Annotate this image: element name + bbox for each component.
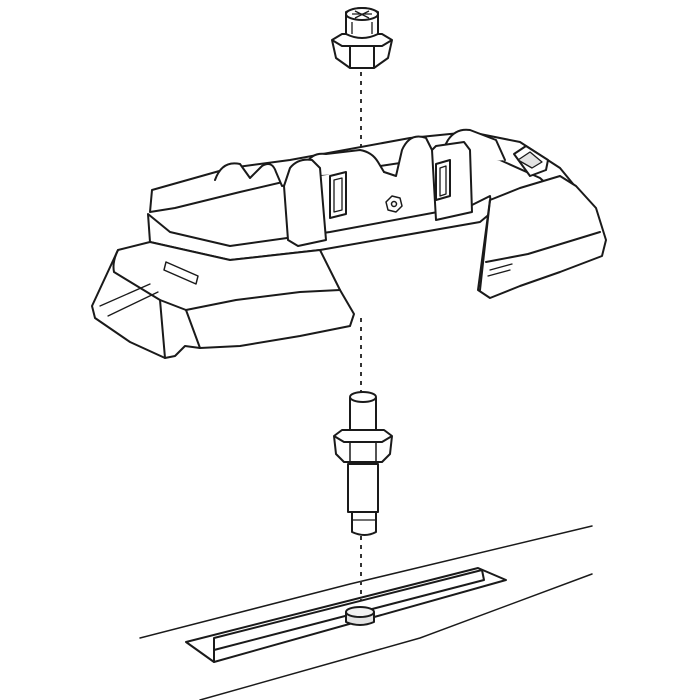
foot-body [91,241,355,359]
threaded-insert [345,606,375,626]
roof-edge-upper [139,525,593,639]
roof-fixpoint [139,525,593,700]
center-bolt-hole [385,195,403,213]
hex-nut-icon [331,7,393,69]
roof-edge-lower [199,573,593,700]
roof-rack-foot-icon [91,128,607,359]
foot-right-pad [477,175,607,299]
foot-side-slot [163,261,199,285]
threaded-stud-icon [333,391,393,536]
foot-left-clip [283,158,327,247]
